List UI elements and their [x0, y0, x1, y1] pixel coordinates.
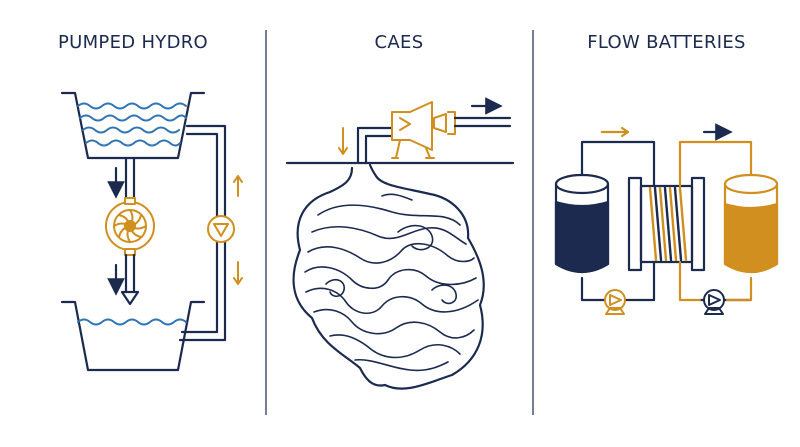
upper-water-waves	[77, 102, 187, 147]
flow-batteries-title: FLOW BATTERIES	[587, 32, 746, 53]
pump-icon	[604, 289, 626, 315]
pumped-hydro-title: PUMPED HYDRO	[57, 32, 209, 53]
flow-arrow-icon	[600, 126, 630, 138]
inflow-arrow-icon	[338, 127, 348, 155]
compressor-icon	[391, 101, 456, 159]
caes-panel	[285, 97, 515, 390]
cavern	[292, 163, 485, 390]
lower-water-wave	[77, 318, 187, 326]
caes-title: CAES	[374, 32, 424, 53]
pump-icon	[207, 215, 235, 243]
flow-batteries-panel	[554, 123, 779, 315]
turbine-icon	[105, 197, 155, 256]
compressed-air-swirls	[304, 193, 479, 372]
negative-electrolyte-tank	[554, 173, 610, 274]
down-flow-arrow-icon	[120, 290, 140, 306]
inlet-pipe	[356, 126, 394, 165]
pump-icon	[703, 289, 725, 315]
cell-stack	[627, 176, 706, 272]
membrane-plates	[648, 186, 688, 262]
lower-reservoir	[60, 300, 206, 372]
down-arrow-icon	[233, 261, 243, 285]
positive-electrolyte-tank	[723, 173, 779, 274]
pumped-hydro-panel	[60, 91, 243, 372]
up-arrow-icon	[233, 175, 243, 197]
